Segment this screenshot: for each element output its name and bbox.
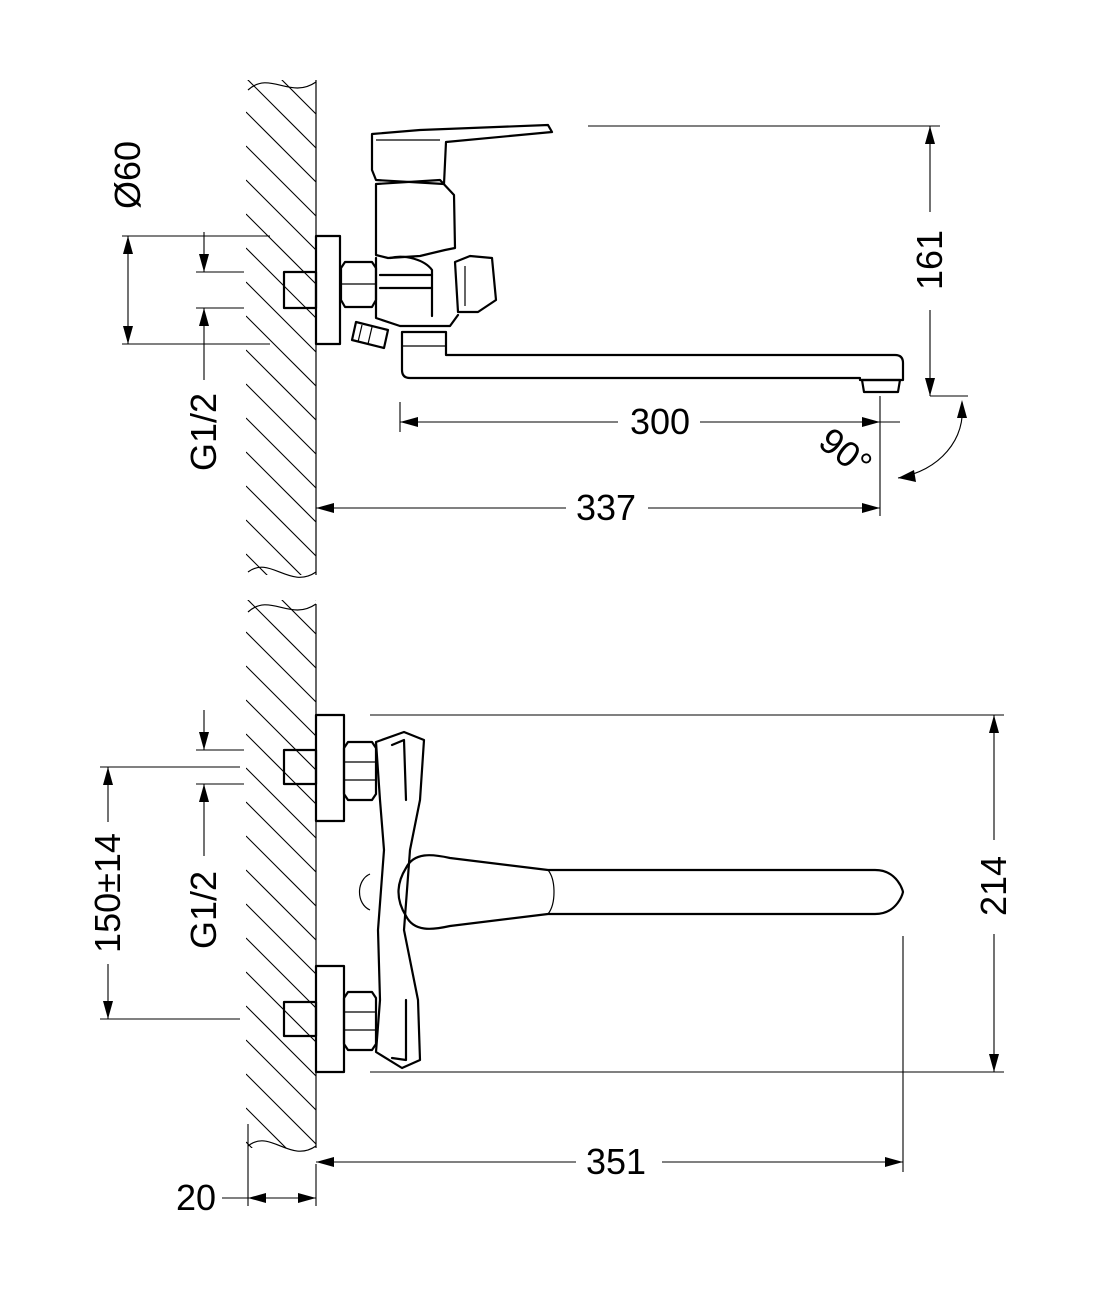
spout-reach-label: 300	[630, 401, 690, 442]
dimension-height-top: 161	[588, 125, 968, 397]
wall-flange-upper	[314, 713, 346, 823]
dimension-diameter: Ø60	[107, 141, 270, 345]
dimension-total-reach-front: 351	[316, 936, 904, 1182]
thread-label-top: G1/2	[183, 393, 224, 471]
height-label-top: 161	[909, 230, 950, 290]
diameter-label: Ø60	[107, 141, 148, 209]
top-view: Ø60 G1/2 161	[107, 80, 968, 578]
dimension-wall-offset: 20	[176, 1124, 317, 1218]
wall-offset-label: 20	[176, 1177, 216, 1218]
dimension-height-front: 214	[370, 714, 1014, 1073]
shower-outlet-top	[350, 320, 390, 350]
dimension-total-reach-top: 337	[316, 432, 881, 528]
dimension-spout-reach: 300	[399, 396, 900, 442]
center-distance-label: 150±14	[87, 833, 128, 953]
thread-label-front: G1/2	[183, 871, 224, 949]
handle-lever-front	[397, 854, 905, 930]
eccentric-nut-top	[339, 260, 378, 309]
diverter-knob-top	[453, 254, 498, 314]
wall-hatch-top	[246, 80, 317, 578]
dimension-center-distance: 150±14	[87, 766, 240, 1020]
inlet-pipe-lower	[282, 1000, 318, 1038]
total-reach-label-top: 337	[576, 487, 636, 528]
wall-flange-top	[314, 234, 342, 346]
eccentric-nut-lower	[342, 990, 378, 1052]
dimension-thread-top: G1/2	[183, 232, 244, 471]
inlet-pipe-upper	[282, 748, 318, 786]
swivel-angle-label: 90°	[812, 419, 880, 485]
aerator-top	[860, 378, 902, 394]
handle-lever-top	[370, 123, 554, 186]
eccentric-nut-upper	[342, 740, 378, 802]
inlet-pipe-top	[282, 270, 318, 310]
spout-top	[400, 330, 905, 382]
dimension-swivel-angle: 90°	[812, 400, 967, 485]
wall-hatch-front	[246, 600, 317, 1152]
mixer-body-top	[374, 178, 457, 260]
total-reach-label-front: 351	[586, 1141, 646, 1182]
wall-flange-lower	[314, 964, 346, 1074]
mixer-body-front	[374, 730, 426, 1070]
dimension-thread-front: G1/2	[183, 710, 244, 949]
front-view: 150±14 G1/2 214	[87, 600, 1014, 1218]
height-label-front: 214	[973, 856, 1014, 916]
